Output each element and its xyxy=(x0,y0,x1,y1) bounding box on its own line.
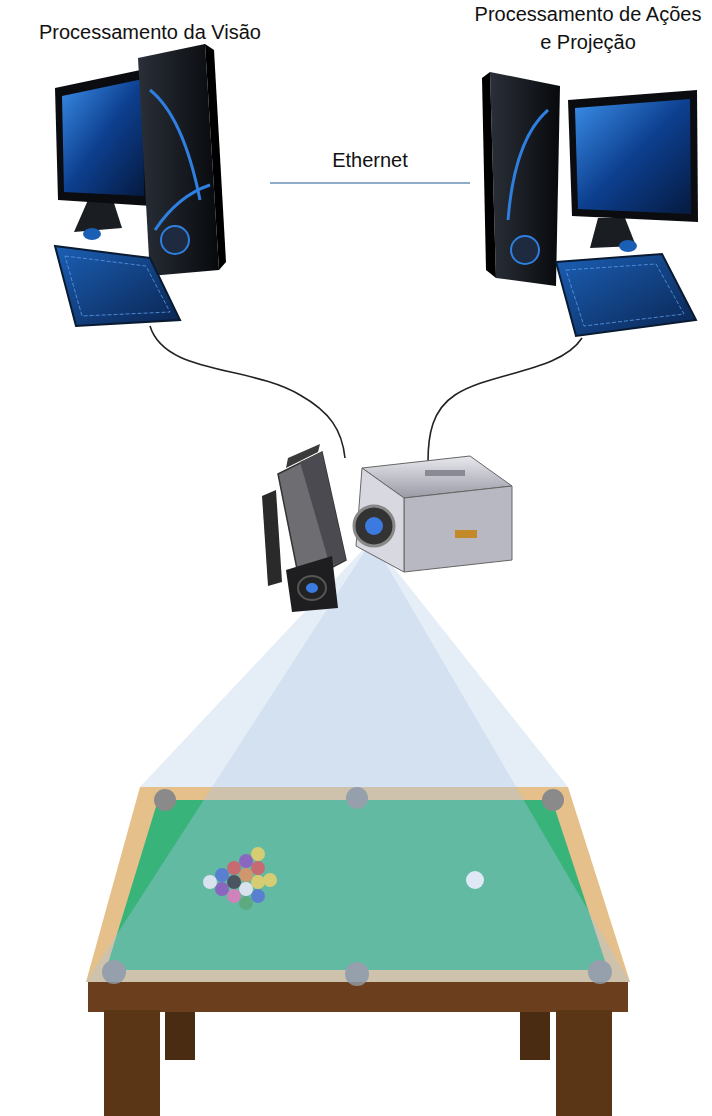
projection-cone xyxy=(140,540,568,787)
pocket xyxy=(154,789,176,811)
monitor-screen xyxy=(575,99,691,214)
computer-tower xyxy=(490,72,560,286)
vision-computer xyxy=(55,44,226,326)
tower-fan xyxy=(511,236,539,264)
camera-cable xyxy=(150,326,345,458)
projector-cable xyxy=(428,338,582,462)
table-apron xyxy=(88,982,628,1012)
monitor-frame xyxy=(55,68,152,206)
projector-lens-glass xyxy=(365,517,383,535)
tower-side xyxy=(205,44,226,270)
keyboard xyxy=(55,246,180,326)
monitor-screen xyxy=(62,79,144,196)
projector-side xyxy=(404,486,512,572)
node-heading: Processamento de Ações e Projeção xyxy=(470,0,706,56)
keyboard xyxy=(556,254,696,336)
tower-accent xyxy=(155,185,210,230)
computer-tower xyxy=(138,44,219,276)
node-heading: Processamento da Visão xyxy=(30,18,270,46)
ethernet-link xyxy=(270,182,470,184)
action-computer xyxy=(482,72,698,336)
camera-side xyxy=(300,452,346,566)
computer-node: Processamento de Ações e Projeção xyxy=(470,0,706,345)
keyboard-keys xyxy=(566,264,684,326)
mouse xyxy=(619,240,637,252)
tower-side xyxy=(482,72,496,278)
projector xyxy=(354,456,512,572)
mouse xyxy=(83,228,101,240)
camera-lens-glass xyxy=(306,583,318,593)
tower-accent xyxy=(508,110,548,220)
pocket xyxy=(542,789,564,811)
keyboard-keys xyxy=(65,256,170,316)
camera-microphone xyxy=(262,490,282,586)
tower-accent xyxy=(150,90,200,200)
projection-cone xyxy=(86,540,630,982)
tower-fan xyxy=(161,226,189,254)
link-label: Ethernet xyxy=(332,149,408,172)
camera-lens-barrel xyxy=(286,556,338,612)
camera-handle xyxy=(286,444,320,468)
monitor-stand xyxy=(74,200,122,232)
camera-lens xyxy=(298,576,326,600)
projector-lens xyxy=(354,506,394,546)
table-leg xyxy=(104,1010,160,1116)
projector-label xyxy=(455,530,477,538)
projector-vent xyxy=(425,470,465,476)
computer-node: Processamento da Visão xyxy=(30,18,270,333)
video-camera xyxy=(262,444,346,612)
table-leg xyxy=(556,1010,612,1116)
monitor-frame xyxy=(568,90,698,222)
